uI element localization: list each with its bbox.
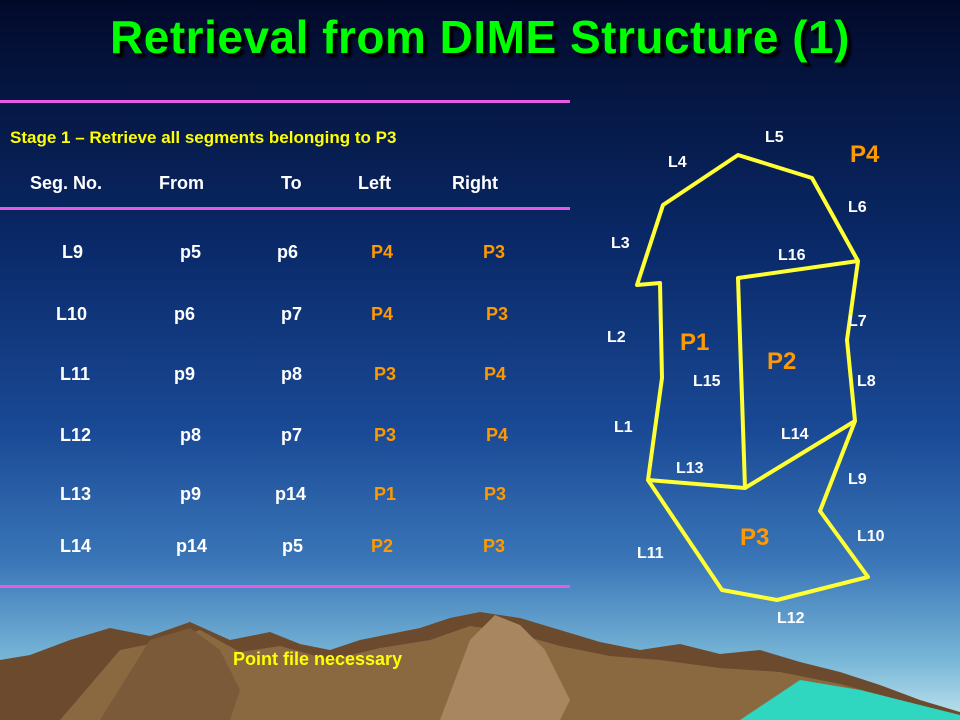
cell-to: p14 (275, 484, 307, 504)
cell-seg: L11 (60, 364, 91, 384)
cell-right: P4 (484, 364, 507, 384)
segment-l13 (647, 478, 746, 490)
column-header-seg-no: Seg. No. (30, 173, 103, 193)
divider-top (0, 100, 570, 103)
cell-from: p14 (176, 536, 208, 556)
segment-label-l11: L11 (637, 545, 664, 562)
divider-bottom (0, 585, 570, 588)
polygon-diagram (635, 153, 870, 602)
cell-right: P3 (486, 304, 509, 324)
segment-labels: L1 L2 L3 L4 L5 L6 L7 L8 L9 L10 L11 L12 L… (607, 129, 885, 627)
segment-label-l14: L14 (781, 426, 809, 443)
segment-label-l9: L9 (848, 471, 867, 488)
segment-label-l15: L15 (693, 373, 721, 390)
cell-left: P4 (371, 304, 394, 324)
cell-seg: L10 (56, 304, 88, 324)
segment-label-l12: L12 (777, 610, 805, 627)
cell-from: p8 (180, 425, 202, 445)
cell-right: P3 (483, 242, 506, 262)
segment-label-l3: L3 (611, 235, 630, 252)
cell-from: p9 (180, 484, 202, 504)
segment-label-l7: L7 (848, 313, 867, 330)
segment-label-l4: L4 (668, 154, 687, 171)
segment-label-l2: L2 (607, 329, 626, 346)
column-header-left: Left (358, 173, 391, 193)
cell-seg: L14 (60, 536, 92, 556)
cell-to: p7 (281, 425, 303, 445)
cell-right: P3 (483, 536, 506, 556)
cell-seg: L12 (60, 425, 92, 445)
polygon-label-p3: P3 (740, 524, 769, 551)
mountain-scenery (0, 612, 960, 720)
cell-seg: L13 (60, 484, 92, 504)
segment-label-l16: L16 (778, 247, 806, 264)
cell-from: p6 (174, 304, 196, 324)
column-header-from: From (159, 173, 204, 193)
cell-left: P4 (371, 242, 394, 262)
slide-title: Retrieval from DIME Structure (1) (110, 11, 850, 63)
segment-label-l13: L13 (676, 460, 704, 477)
footnote: Point file necessary (233, 649, 403, 669)
stage-heading: Stage 1 – Retrieve all segments belongin… (10, 128, 397, 147)
cell-to: p5 (282, 536, 304, 556)
cell-from: p5 (180, 242, 202, 262)
cell-seg: L9 (62, 242, 84, 262)
segment-label-l8: L8 (857, 373, 876, 390)
cell-left: P2 (371, 536, 394, 556)
polygon-labels: P1 P2 P3 P4 (680, 141, 880, 551)
segment-label-l1: L1 (614, 419, 633, 436)
polygon-label-p1: P1 (680, 329, 709, 356)
cell-right: P4 (486, 425, 509, 445)
cell-to: p7 (281, 304, 303, 324)
column-header-right: Right (452, 173, 498, 193)
polygon-label-p4: P4 (850, 141, 880, 168)
segment-label-l10: L10 (857, 528, 885, 545)
divider-header (0, 207, 570, 210)
segment-label-l6: L6 (848, 199, 867, 216)
cell-to: p8 (281, 364, 303, 384)
polygon-p2-boundary (736, 259, 859, 490)
column-header-to: To (281, 173, 302, 193)
cell-left: P3 (374, 425, 397, 445)
segment-label-l5: L5 (765, 129, 784, 146)
cell-left: P3 (374, 364, 397, 384)
cell-to: p6 (277, 242, 299, 262)
cell-from: p9 (174, 364, 196, 384)
polygon-label-p2: P2 (767, 348, 796, 375)
cell-left: P1 (374, 484, 397, 504)
cell-right: P3 (484, 484, 507, 504)
